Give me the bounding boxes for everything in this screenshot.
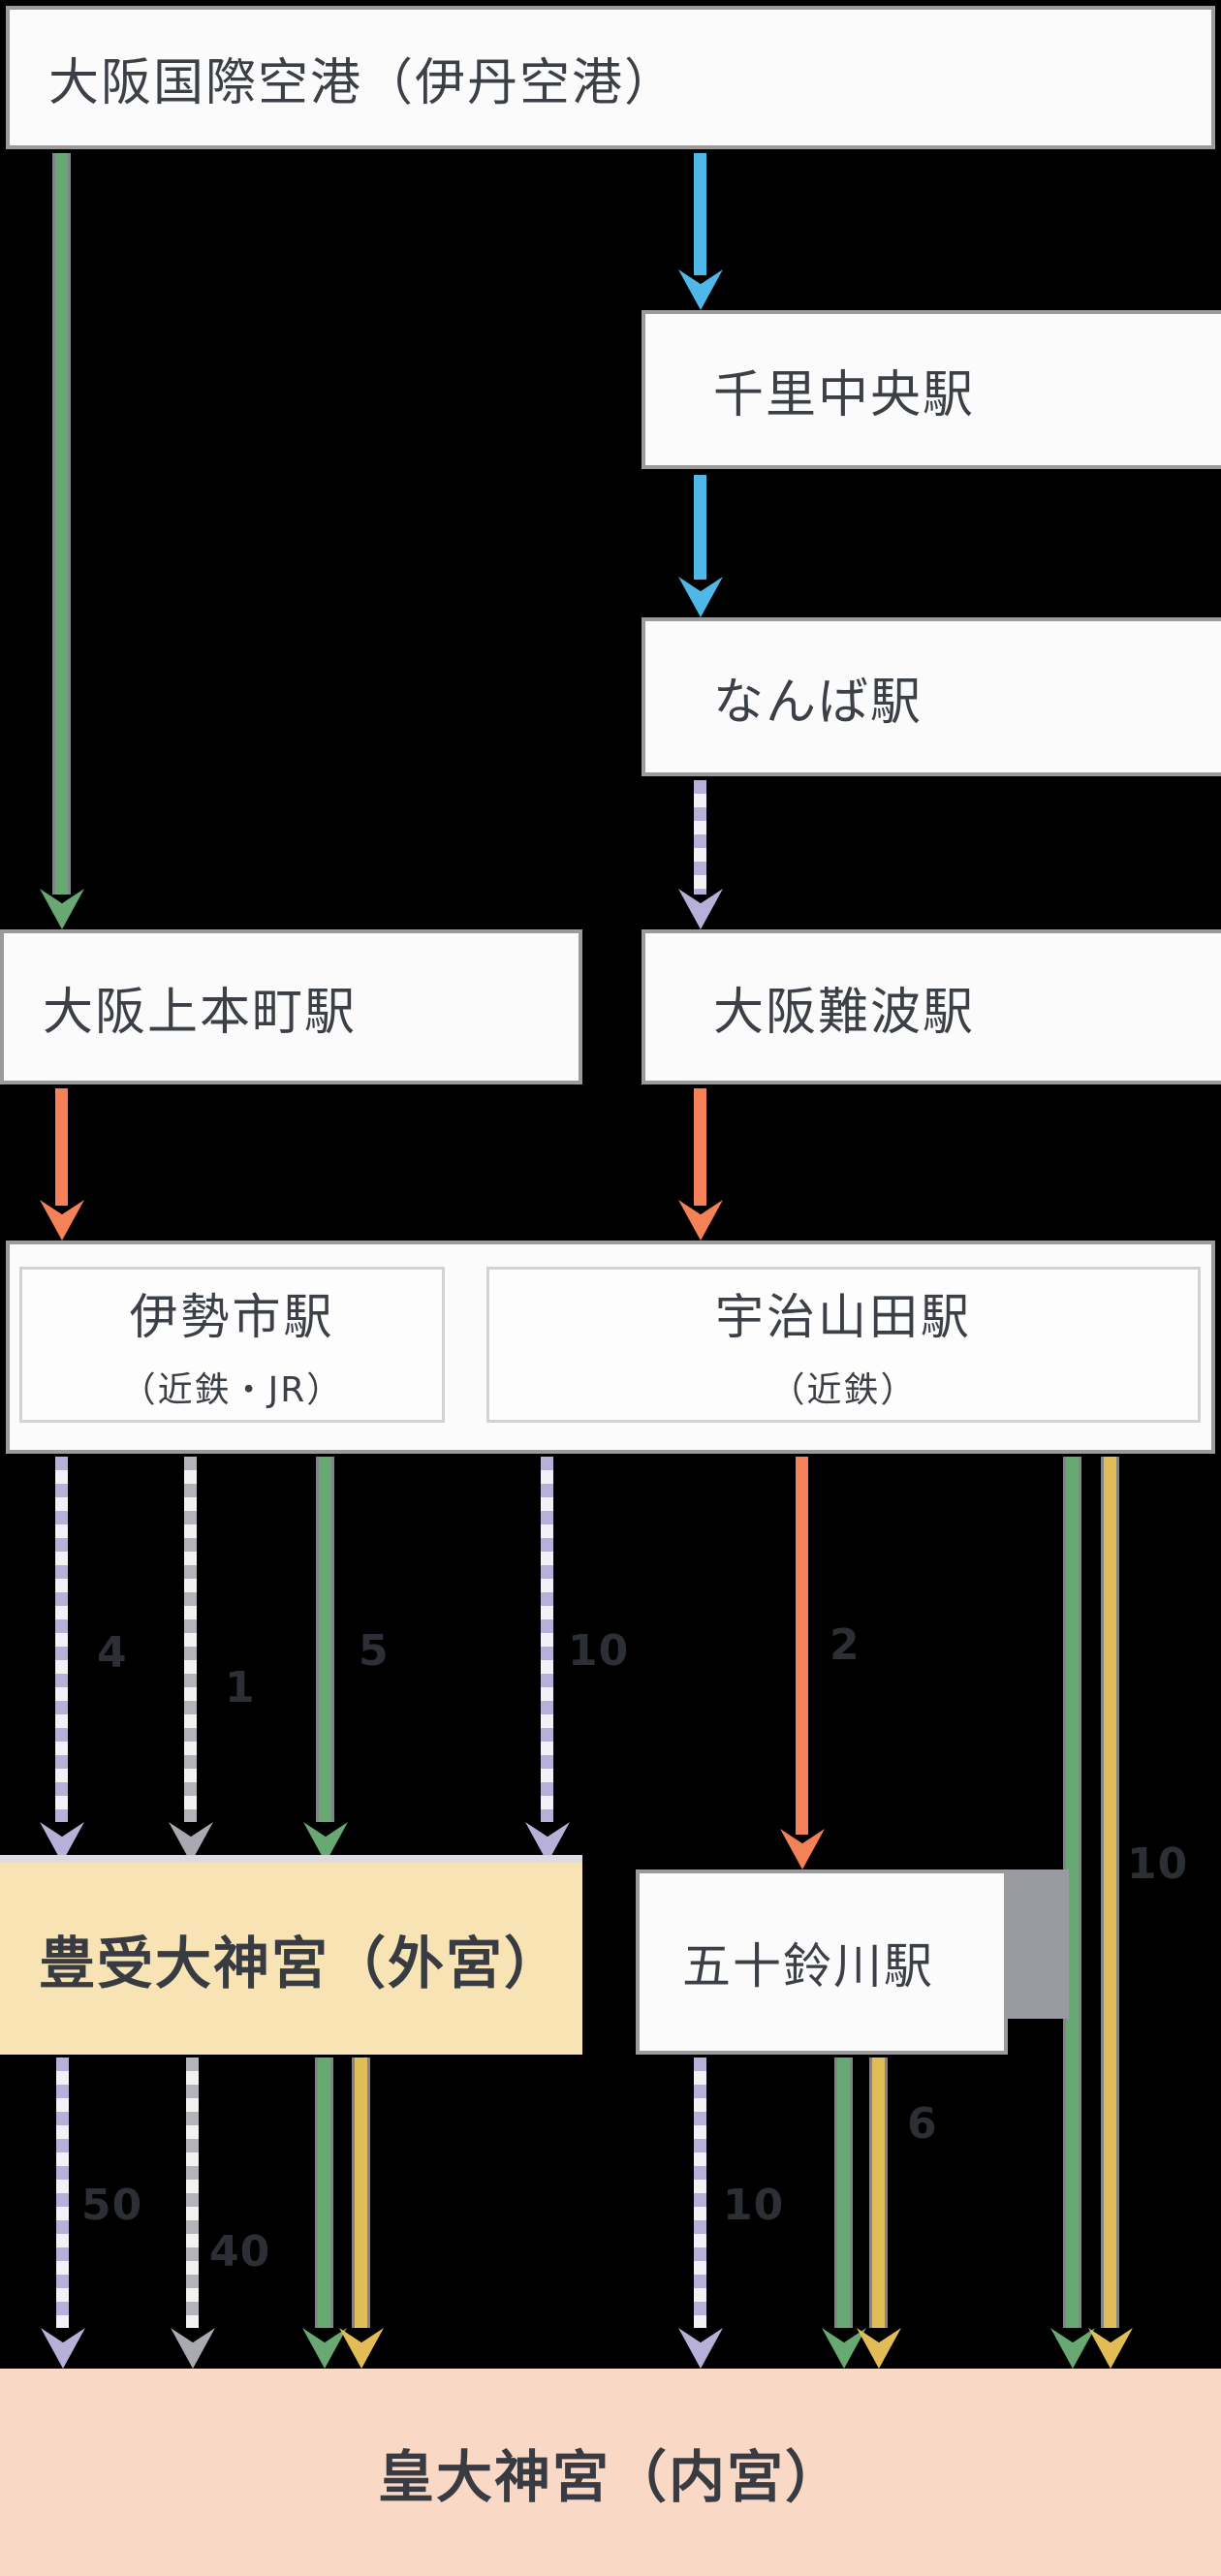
- route-line-walk-isuzugawa-naiku: [694, 2058, 706, 2328]
- route-line-walk-namba-osakanamba: [694, 780, 706, 895]
- route-line-walk-ujiyamada-geku: [541, 1457, 553, 1822]
- route-line-orange-osakanamba-ujiyamada: [694, 1088, 706, 1206]
- time-label: 6: [907, 2099, 938, 2149]
- arrowhead-orange-isuzugawa: [780, 1829, 825, 1869]
- node-iseshi-label: 伊勢市駅: [129, 1288, 335, 1345]
- node-iseshi-sublabel: （近鉄・JR）: [120, 1369, 344, 1410]
- route-line-yellow-isuzugawa-naiku: [872, 2058, 885, 2328]
- route-line-yellow-geku-naiku: [355, 2058, 367, 2328]
- time-label: 2: [830, 1620, 861, 1670]
- arrowhead-green-naiku-3: [1050, 2328, 1095, 2369]
- node-geku-label: 豊受大神宮（外宮）: [39, 1931, 563, 1996]
- arrowhead-purple-naiku-2: [678, 2328, 723, 2369]
- node-osaka-namba-label: 大阪難波駅: [713, 983, 976, 1042]
- node-naiku-label: 皇大神宮（内宮）: [377, 2444, 843, 2510]
- arrowhead-orange-iseshi: [40, 1200, 84, 1241]
- node-namba: なんば駅: [642, 617, 1221, 776]
- isuzugawa-side-block: [998, 1869, 1069, 2019]
- route-line-green-ujiyamada-naiku: [1066, 1457, 1079, 2328]
- route-line-walk-iseshi-geku: [55, 1457, 68, 1822]
- arrowhead-green-naiku-1: [302, 2328, 347, 2369]
- route-line-green-isuzugawa-naiku: [837, 2058, 850, 2328]
- route-line-yellow-ujiyamada-naiku: [1104, 1457, 1116, 2328]
- node-namba-label: なんば駅: [713, 673, 924, 732]
- node-osaka-uehommachi-label: 大阪上本町駅: [43, 983, 358, 1042]
- node-ujiyamada: 宇治山田駅 （近鉄）: [486, 1267, 1201, 1423]
- route-line-green-geku-naiku: [318, 2058, 330, 2328]
- node-isuzugawa: 五十鈴川駅: [636, 1869, 1008, 2055]
- arrowhead-orange-ujiyamada: [678, 1200, 723, 1241]
- node-isuzugawa-label: 五十鈴川駅: [682, 1937, 934, 1995]
- route-line-gray-iseshi-geku: [184, 1457, 197, 1822]
- node-airport: 大阪国際空港（伊丹空港）: [6, 6, 1215, 149]
- route-line-walk-geku-naiku: [56, 2058, 69, 2328]
- arrowhead-green-naiku-2: [822, 2328, 866, 2369]
- node-senri-chuo: 千里中央駅: [642, 310, 1221, 469]
- node-ujiyamada-label: 宇治山田駅: [715, 1288, 972, 1345]
- arrowhead-blue-senri: [678, 269, 723, 310]
- arrowhead-purple-naiku-1: [41, 2328, 85, 2369]
- node-senri-chuo-label: 千里中央駅: [713, 365, 976, 424]
- time-label: 5: [359, 1626, 390, 1676]
- node-iseshi: 伊勢市駅 （近鉄・JR）: [19, 1267, 445, 1423]
- time-label: 1: [225, 1663, 256, 1712]
- node-geku: 豊受大神宮（外宮）: [0, 1855, 582, 2055]
- route-line-orange-uehommachi-iseshi: [55, 1088, 68, 1206]
- time-label: 10: [1127, 1839, 1189, 1889]
- arrowhead-blue-namba: [678, 577, 723, 617]
- node-osaka-namba: 大阪難波駅: [642, 929, 1221, 1084]
- route-line-orange-ujiyamada-isuzugawa: [796, 1457, 808, 1835]
- time-label: 50: [81, 2181, 143, 2230]
- arrowhead-yellow-naiku-1: [339, 2328, 384, 2369]
- node-naiku: 皇大神宮（内宮）: [0, 2369, 1221, 2576]
- time-label: 10: [568, 1626, 630, 1676]
- arrowhead-green-uehommachi: [40, 889, 84, 929]
- route-line-gray-geku-naiku: [186, 2058, 199, 2328]
- arrowhead-yellow-naiku-3: [1088, 2328, 1133, 2369]
- route-line-blue-airport-senri: [694, 153, 706, 275]
- node-osaka-uehommachi: 大阪上本町駅: [0, 929, 582, 1084]
- time-label: 4: [97, 1628, 128, 1678]
- arrowhead-yellow-naiku-2: [857, 2328, 901, 2369]
- route-line-green-airport-uehommachi: [55, 153, 68, 895]
- time-label: 10: [723, 2181, 785, 2230]
- time-label: 40: [209, 2227, 271, 2277]
- arrowhead-gray-naiku: [171, 2328, 215, 2369]
- route-line-blue-senri-namba: [694, 475, 706, 580]
- node-ujiyamada-sublabel: （近鉄）: [769, 1369, 918, 1410]
- route-line-green-iseshi-geku: [319, 1457, 331, 1822]
- node-airport-label: 大阪国際空港（伊丹空港）: [48, 53, 677, 112]
- arrowhead-purple-osakanamba: [678, 889, 723, 929]
